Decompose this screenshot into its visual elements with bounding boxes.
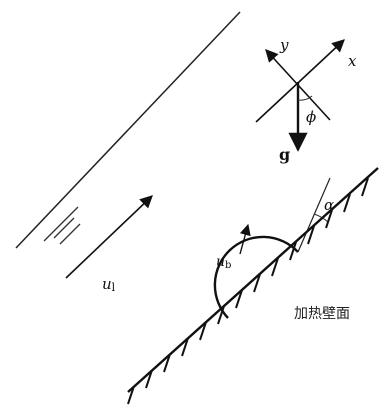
- bubble: [213, 235, 299, 319]
- wall-hatching: [127, 177, 369, 405]
- bubble-velocity-label: ub: [216, 254, 231, 271]
- phi-label: ϕ: [306, 108, 316, 126]
- contact-angle-tangent: [297, 177, 331, 253]
- bubble-velocity-arrow: [239, 223, 251, 255]
- upper-channel-wall: [15, 11, 241, 249]
- coordinate-axes: [255, 39, 345, 152]
- liquid-velocity-arrow: [65, 195, 153, 279]
- alpha-label: α: [324, 196, 334, 214]
- x-axis-line: [255, 39, 345, 123]
- x-axis-label: x: [348, 52, 357, 70]
- gravity-label: g: [279, 145, 290, 164]
- heated-wall-label: 加热壁面: [294, 306, 350, 322]
- heated-wall: [127, 167, 379, 393]
- liquid-velocity-label: ul: [102, 275, 116, 294]
- phi-angle-arc: [297, 95, 313, 101]
- y-axis-label: y: [279, 36, 289, 54]
- flow-streaks: [43, 206, 81, 245]
